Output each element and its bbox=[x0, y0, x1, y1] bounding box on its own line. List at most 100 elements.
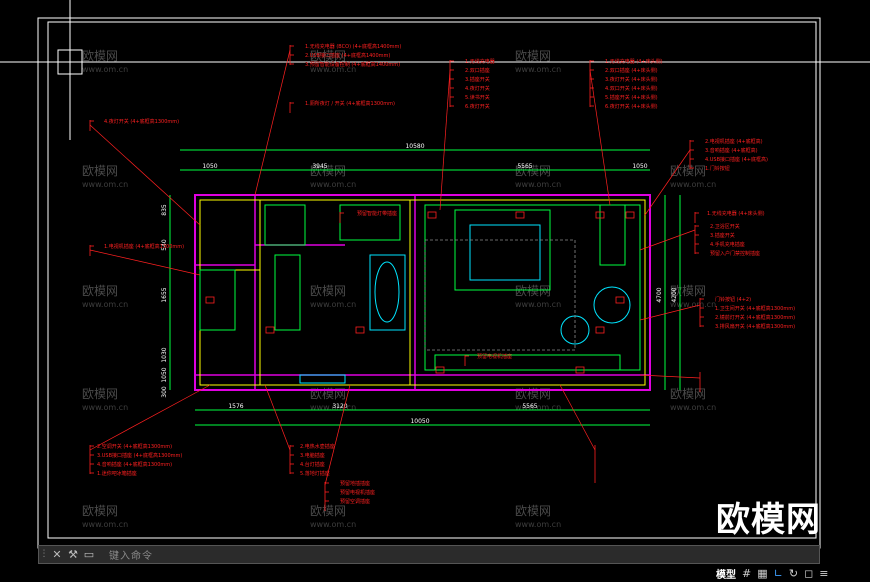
watermark-url: www.om.cn bbox=[670, 403, 716, 412]
watermark-text: 欧模网 bbox=[82, 387, 118, 401]
callout-label: 门铃按钮 (4+2) bbox=[715, 296, 751, 303]
watermark-text: 欧模网 bbox=[310, 49, 346, 63]
callout-leader-line bbox=[644, 149, 691, 216]
watermark-text: 欧模网 bbox=[515, 49, 551, 63]
inner-wall-outline bbox=[199, 199, 646, 386]
command-history-icon[interactable]: ▭ bbox=[83, 548, 95, 561]
callout-label: 2.空调开关 (4+底框高1300mm) bbox=[97, 443, 172, 450]
dim-text-top: 3945 bbox=[312, 163, 327, 170]
watermark-url: www.om.cn bbox=[82, 403, 128, 412]
watermark-url: www.om.cn bbox=[515, 65, 561, 74]
callout-label: 3.插座开关 bbox=[710, 232, 735, 239]
watermark-text: 欧模网 bbox=[515, 164, 551, 178]
dim-text-top: 1050 bbox=[632, 163, 647, 170]
watermark-text: 欧模网 bbox=[310, 284, 346, 298]
dim-text-left: 1050 bbox=[161, 367, 168, 382]
outlet-symbol bbox=[355, 326, 365, 334]
callout-label: 预留电视机插座 bbox=[477, 353, 512, 360]
watermark-text: 欧模网 bbox=[670, 164, 706, 178]
close-icon[interactable]: ✕ bbox=[52, 548, 62, 561]
watermark-url: www.om.cn bbox=[310, 65, 356, 74]
command-line[interactable]: ⋮ ✕ ⚒ ▭ 键入命令 bbox=[38, 545, 820, 564]
callout-label: 3.插座开关 bbox=[465, 76, 490, 83]
command-line-grip-icon[interactable]: ⋮ bbox=[39, 549, 49, 559]
snap-grid-icon[interactable]: ▦ bbox=[757, 567, 768, 580]
dim-text-right: 4200 bbox=[671, 287, 678, 302]
callout-leader-line bbox=[89, 124, 201, 226]
watermark-url: www.om.cn bbox=[670, 180, 716, 189]
wash-basin bbox=[264, 204, 306, 246]
callout-leader-line bbox=[559, 384, 596, 451]
callout-label: 预留智能灯带插座 bbox=[357, 210, 397, 217]
callout-label: 4.手机充电插座 bbox=[710, 241, 745, 248]
watermark-url: www.om.cn bbox=[310, 520, 356, 529]
dim-text-bottom: 3120 bbox=[332, 403, 347, 410]
watermark-url: www.om.cn bbox=[82, 300, 128, 309]
sheet-frame-inner bbox=[47, 21, 817, 539]
polar-icon[interactable]: ↻ bbox=[788, 567, 799, 580]
callout-label: 预留电视机插座 bbox=[340, 489, 375, 496]
outlet-symbol bbox=[435, 366, 445, 374]
osnap-icon[interactable]: ◻ bbox=[804, 567, 814, 580]
dim-text-left: 835 bbox=[161, 204, 168, 216]
callout-label: 1.无线充电器 (4+床头侧) bbox=[605, 58, 663, 65]
callout-label: 2.电视机插座 (4+底框高) bbox=[705, 138, 763, 145]
wardrobe bbox=[199, 269, 236, 331]
wrench-icon[interactable]: ⚒ bbox=[68, 548, 78, 561]
callout-label: 6.夜灯开关 (4+床头侧) bbox=[605, 103, 658, 110]
callout-label: 预留入户门禁控制插座 bbox=[710, 250, 760, 257]
watermark-text: 欧模网 bbox=[670, 284, 706, 298]
dim-text-bottom: 5565 bbox=[522, 403, 537, 410]
dim-text-top: 1050 bbox=[202, 163, 217, 170]
bed bbox=[454, 209, 551, 291]
grid-icon[interactable]: # bbox=[742, 567, 752, 580]
outlet-symbol bbox=[515, 211, 525, 219]
dim-text-bottom: 1576 bbox=[228, 403, 243, 410]
watermark-url: www.om.cn bbox=[515, 300, 561, 309]
outlet-symbol bbox=[595, 326, 605, 334]
desk bbox=[599, 204, 626, 266]
watermark-text: 欧模网 bbox=[82, 504, 118, 518]
callout-leader-line bbox=[589, 69, 611, 206]
callout-label: 预留空调插座 bbox=[340, 498, 370, 505]
callout-label: 4.双口开关 (4+床头侧) bbox=[605, 85, 658, 92]
outlet-symbol bbox=[625, 211, 635, 219]
bed-mattress bbox=[469, 224, 541, 281]
callout-leader-line bbox=[254, 49, 291, 196]
callout-leader-line bbox=[89, 384, 211, 451]
watermark-url: www.om.cn bbox=[515, 180, 561, 189]
watermark-text: 欧模网 bbox=[310, 504, 346, 518]
dim-text-left: 1655 bbox=[161, 287, 168, 302]
callout-label: 1.厕所夜灯 / 开关 (4+底框高1300mm) bbox=[305, 100, 395, 107]
sheet-frame-outer bbox=[37, 17, 821, 549]
callout-label: 1.迷你吧冰箱插座 bbox=[97, 470, 137, 477]
callout-label: 3.USB接口插座 (4+底框高1300mm) bbox=[97, 452, 182, 459]
dim-text-right: 4700 bbox=[656, 287, 663, 302]
callout-label: 4.夜灯开关 (4+底框高1300mm) bbox=[104, 118, 179, 125]
watermark-text: 欧模网 bbox=[670, 387, 706, 401]
callout-label: 2.卫浴区开关 bbox=[710, 223, 740, 230]
dim-text-left: 1030 bbox=[161, 347, 168, 362]
callout-label: 4.音响插座 (4+底框高1300mm) bbox=[97, 461, 172, 468]
armchair bbox=[593, 286, 631, 324]
watermark-text: 欧模网 bbox=[515, 504, 551, 518]
dim-text-top: 5565 bbox=[517, 163, 532, 170]
watermark-url: www.om.cn bbox=[515, 403, 561, 412]
outlet-symbol bbox=[205, 296, 215, 304]
callout-label: 2.电热水壶插座 bbox=[300, 443, 335, 450]
dim-text-left: 300 bbox=[161, 386, 168, 398]
command-input[interactable]: 键入命令 bbox=[109, 551, 153, 562]
dim-text-top-total: 10580 bbox=[405, 143, 424, 150]
model-tab[interactable]: 模型 bbox=[716, 570, 736, 581]
callout-label: 5.读书开关 bbox=[465, 94, 490, 101]
ortho-icon[interactable]: ∟ bbox=[773, 567, 783, 580]
watermark-text: 欧模网 bbox=[515, 284, 551, 298]
callout-label: 4.台灯插座 bbox=[300, 461, 325, 468]
outlet-symbol bbox=[427, 211, 437, 219]
lineweight-icon[interactable]: ≡ bbox=[819, 567, 829, 580]
callout-leader-line bbox=[639, 229, 696, 251]
callout-leader-line bbox=[639, 304, 701, 321]
callout-leader-line bbox=[324, 384, 351, 486]
watermark-url: www.om.cn bbox=[82, 520, 128, 529]
